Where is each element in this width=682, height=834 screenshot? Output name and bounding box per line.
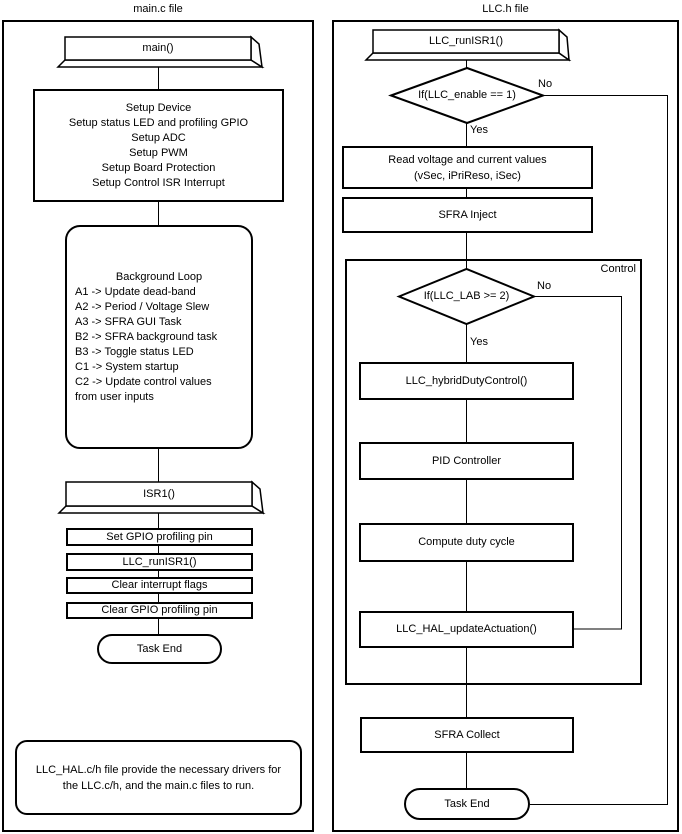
main-3d-front-face bbox=[64, 36, 252, 61]
background-loop-item: A2 -> Period / Voltage Slew bbox=[75, 300, 210, 313]
decision1-diamond bbox=[388, 66, 546, 125]
read-values-line: (vSec, iPriReso, iSec) bbox=[414, 169, 521, 182]
decision2-diamond bbox=[396, 267, 537, 326]
isr1-entry-label: ISR1() bbox=[143, 487, 175, 500]
update-actuation-box: LLC_HAL_updateActuation() bbox=[359, 611, 574, 648]
llc-runisr1-3d-box bbox=[364, 28, 572, 62]
isr1-3d-box bbox=[57, 480, 266, 515]
setup-line: Setup ADC bbox=[131, 131, 186, 144]
background-loop-item: A3 -> SFRA GUI Task bbox=[75, 315, 182, 328]
control-group-label: Control bbox=[600, 263, 636, 275]
hybrid-duty-control-box: LLC_hybridDutyControl() bbox=[359, 362, 574, 400]
decision2-no-path bbox=[534, 296, 622, 630]
compute-duty-cycle-box: Compute duty cycle bbox=[359, 523, 574, 562]
left-panel-title: main.c file bbox=[133, 3, 183, 15]
llc-runisr1-3d-bottom-face bbox=[364, 52, 572, 61]
setup-line: Setup Control ISR Interrupt bbox=[92, 176, 225, 189]
main-3d-bottom-face bbox=[56, 59, 265, 68]
background-loop-item: A1 -> Update dead-band bbox=[75, 285, 196, 298]
main-3d-box bbox=[56, 35, 265, 69]
setup-line: Setup PWM bbox=[129, 146, 188, 159]
setup-line: Setup Device bbox=[125, 101, 192, 114]
sfra-collect-box: SFRA Collect bbox=[360, 717, 574, 753]
isr1-3d-bottom-face bbox=[57, 505, 266, 514]
read-values-box: Read voltage and current values (vSec, i… bbox=[342, 146, 593, 189]
main-entry-label: main() bbox=[142, 42, 174, 54]
background-loop-item: from user inputs bbox=[75, 390, 154, 403]
step-clear-flags-box: Clear interrupt flags bbox=[66, 577, 253, 594]
decision1-no-label: No bbox=[538, 78, 553, 90]
decision1-yes-label: Yes bbox=[470, 124, 488, 136]
right-panel-border bbox=[332, 20, 679, 832]
llc-runisr1-entry-label: LLC_runISR1() bbox=[429, 35, 503, 47]
decision2-no-label: No bbox=[537, 280, 552, 292]
decision2-yes-label: Yes bbox=[470, 336, 488, 348]
flow-lines bbox=[158, 60, 668, 805]
setup-line: Setup status LED and profiling GPIO bbox=[68, 116, 249, 129]
isr1-3d-front-face bbox=[65, 481, 253, 507]
background-loop-item: B3 -> Toggle status LED bbox=[75, 345, 194, 358]
setup-line: Setup Board Protection bbox=[101, 161, 216, 174]
decision2-label: If(LLC_LAB >= 2) bbox=[423, 290, 510, 302]
control-group-border bbox=[345, 259, 642, 685]
background-loop-title: Background Loop bbox=[115, 270, 203, 283]
step-clear-gpio-box: Clear GPIO profiling pin bbox=[66, 602, 253, 619]
hal-note-line: LLC_HAL.c/h file provide the necessary d… bbox=[35, 763, 282, 776]
left-panel-border bbox=[2, 20, 314, 832]
setup-box: Setup Device Setup status LED and profil… bbox=[33, 89, 284, 202]
background-loop-item: C1 -> System startup bbox=[75, 360, 179, 373]
task-end-left: Task End bbox=[97, 634, 222, 664]
pid-controller-box: PID Controller bbox=[359, 442, 574, 480]
right-panel-title: LLC.h file bbox=[482, 3, 529, 15]
hal-note-line: the LLC.c/h, and the main.c files to run… bbox=[62, 779, 255, 792]
sfra-inject-box: SFRA Inject bbox=[342, 197, 593, 233]
llc-runisr1-3d-front-face bbox=[372, 29, 560, 54]
step-llc-runisr1-box: LLC_runISR1() bbox=[66, 553, 253, 571]
decision1-no-path bbox=[530, 95, 668, 805]
hal-note-box: LLC_HAL.c/h file provide the necessary d… bbox=[15, 740, 302, 815]
background-loop-item: C2 -> Update control values bbox=[75, 375, 212, 388]
task-end-right: Task End bbox=[404, 788, 530, 820]
read-values-line: Read voltage and current values bbox=[388, 153, 547, 166]
decision1-label: If(LLC_enable == 1) bbox=[418, 89, 516, 101]
step-set-gpio-box: Set GPIO profiling pin bbox=[66, 528, 253, 546]
background-loop-item: B2 -> SFRA background task bbox=[75, 330, 218, 343]
background-loop-box: Background Loop A1 -> Update dead-band A… bbox=[65, 225, 253, 449]
